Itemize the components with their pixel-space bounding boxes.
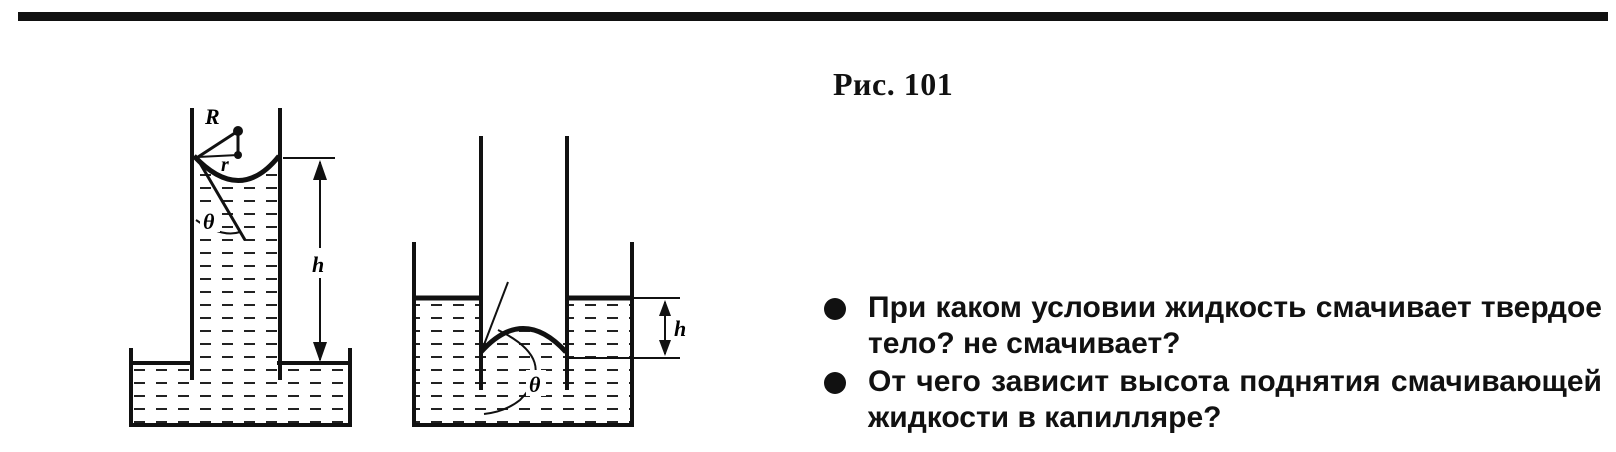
bullet-icon	[824, 298, 846, 320]
angle-arc-right	[483, 329, 537, 415]
reservoir-liquid	[131, 365, 350, 425]
figure-caption: Рис. 101	[833, 66, 954, 102]
top-rule	[18, 12, 1608, 21]
tangent-line-r	[481, 281, 509, 351]
label-h-right: h	[674, 316, 686, 341]
chord-line	[197, 154, 239, 158]
h-arrow-up	[313, 160, 327, 180]
label-h-left: h	[312, 252, 324, 277]
label-theta-left: θ	[203, 209, 215, 234]
question-item: При каком условии жидкость смачивает тве…	[822, 290, 1602, 362]
label-r: r	[221, 154, 229, 176]
meniscus-concave	[192, 154, 281, 183]
question-text: От чего зависит высота поднятия смачиваю…	[868, 365, 1602, 434]
capillary-figure: h R r θ θ h	[129, 104, 686, 427]
meniscus-convex	[479, 326, 568, 354]
tangent-line	[195, 157, 247, 241]
radius-R-line	[197, 129, 239, 159]
question-text: При каком условии жидкость смачивает тве…	[868, 291, 1602, 360]
center-point	[233, 126, 243, 136]
label-theta-right: θ	[529, 372, 541, 397]
foot-point	[234, 151, 242, 159]
tube-liquid	[195, 158, 283, 365]
h-arrow-down-r	[659, 340, 671, 356]
reservoir-outline	[129, 348, 352, 427]
h-arrow-down	[313, 342, 327, 362]
vessel-outline	[412, 242, 634, 427]
question-list: При каком условии жидкость смачивает тве…	[822, 290, 1602, 438]
label-R: R	[204, 104, 220, 129]
nonwetting-capillary-diagram: θ h	[412, 136, 686, 427]
wetting-capillary-diagram: h R r θ	[129, 104, 352, 427]
question-item: От чего зависит высота поднятия смачиваю…	[822, 364, 1602, 436]
h-arrow-up-r	[659, 300, 671, 316]
bullet-icon	[824, 372, 846, 394]
